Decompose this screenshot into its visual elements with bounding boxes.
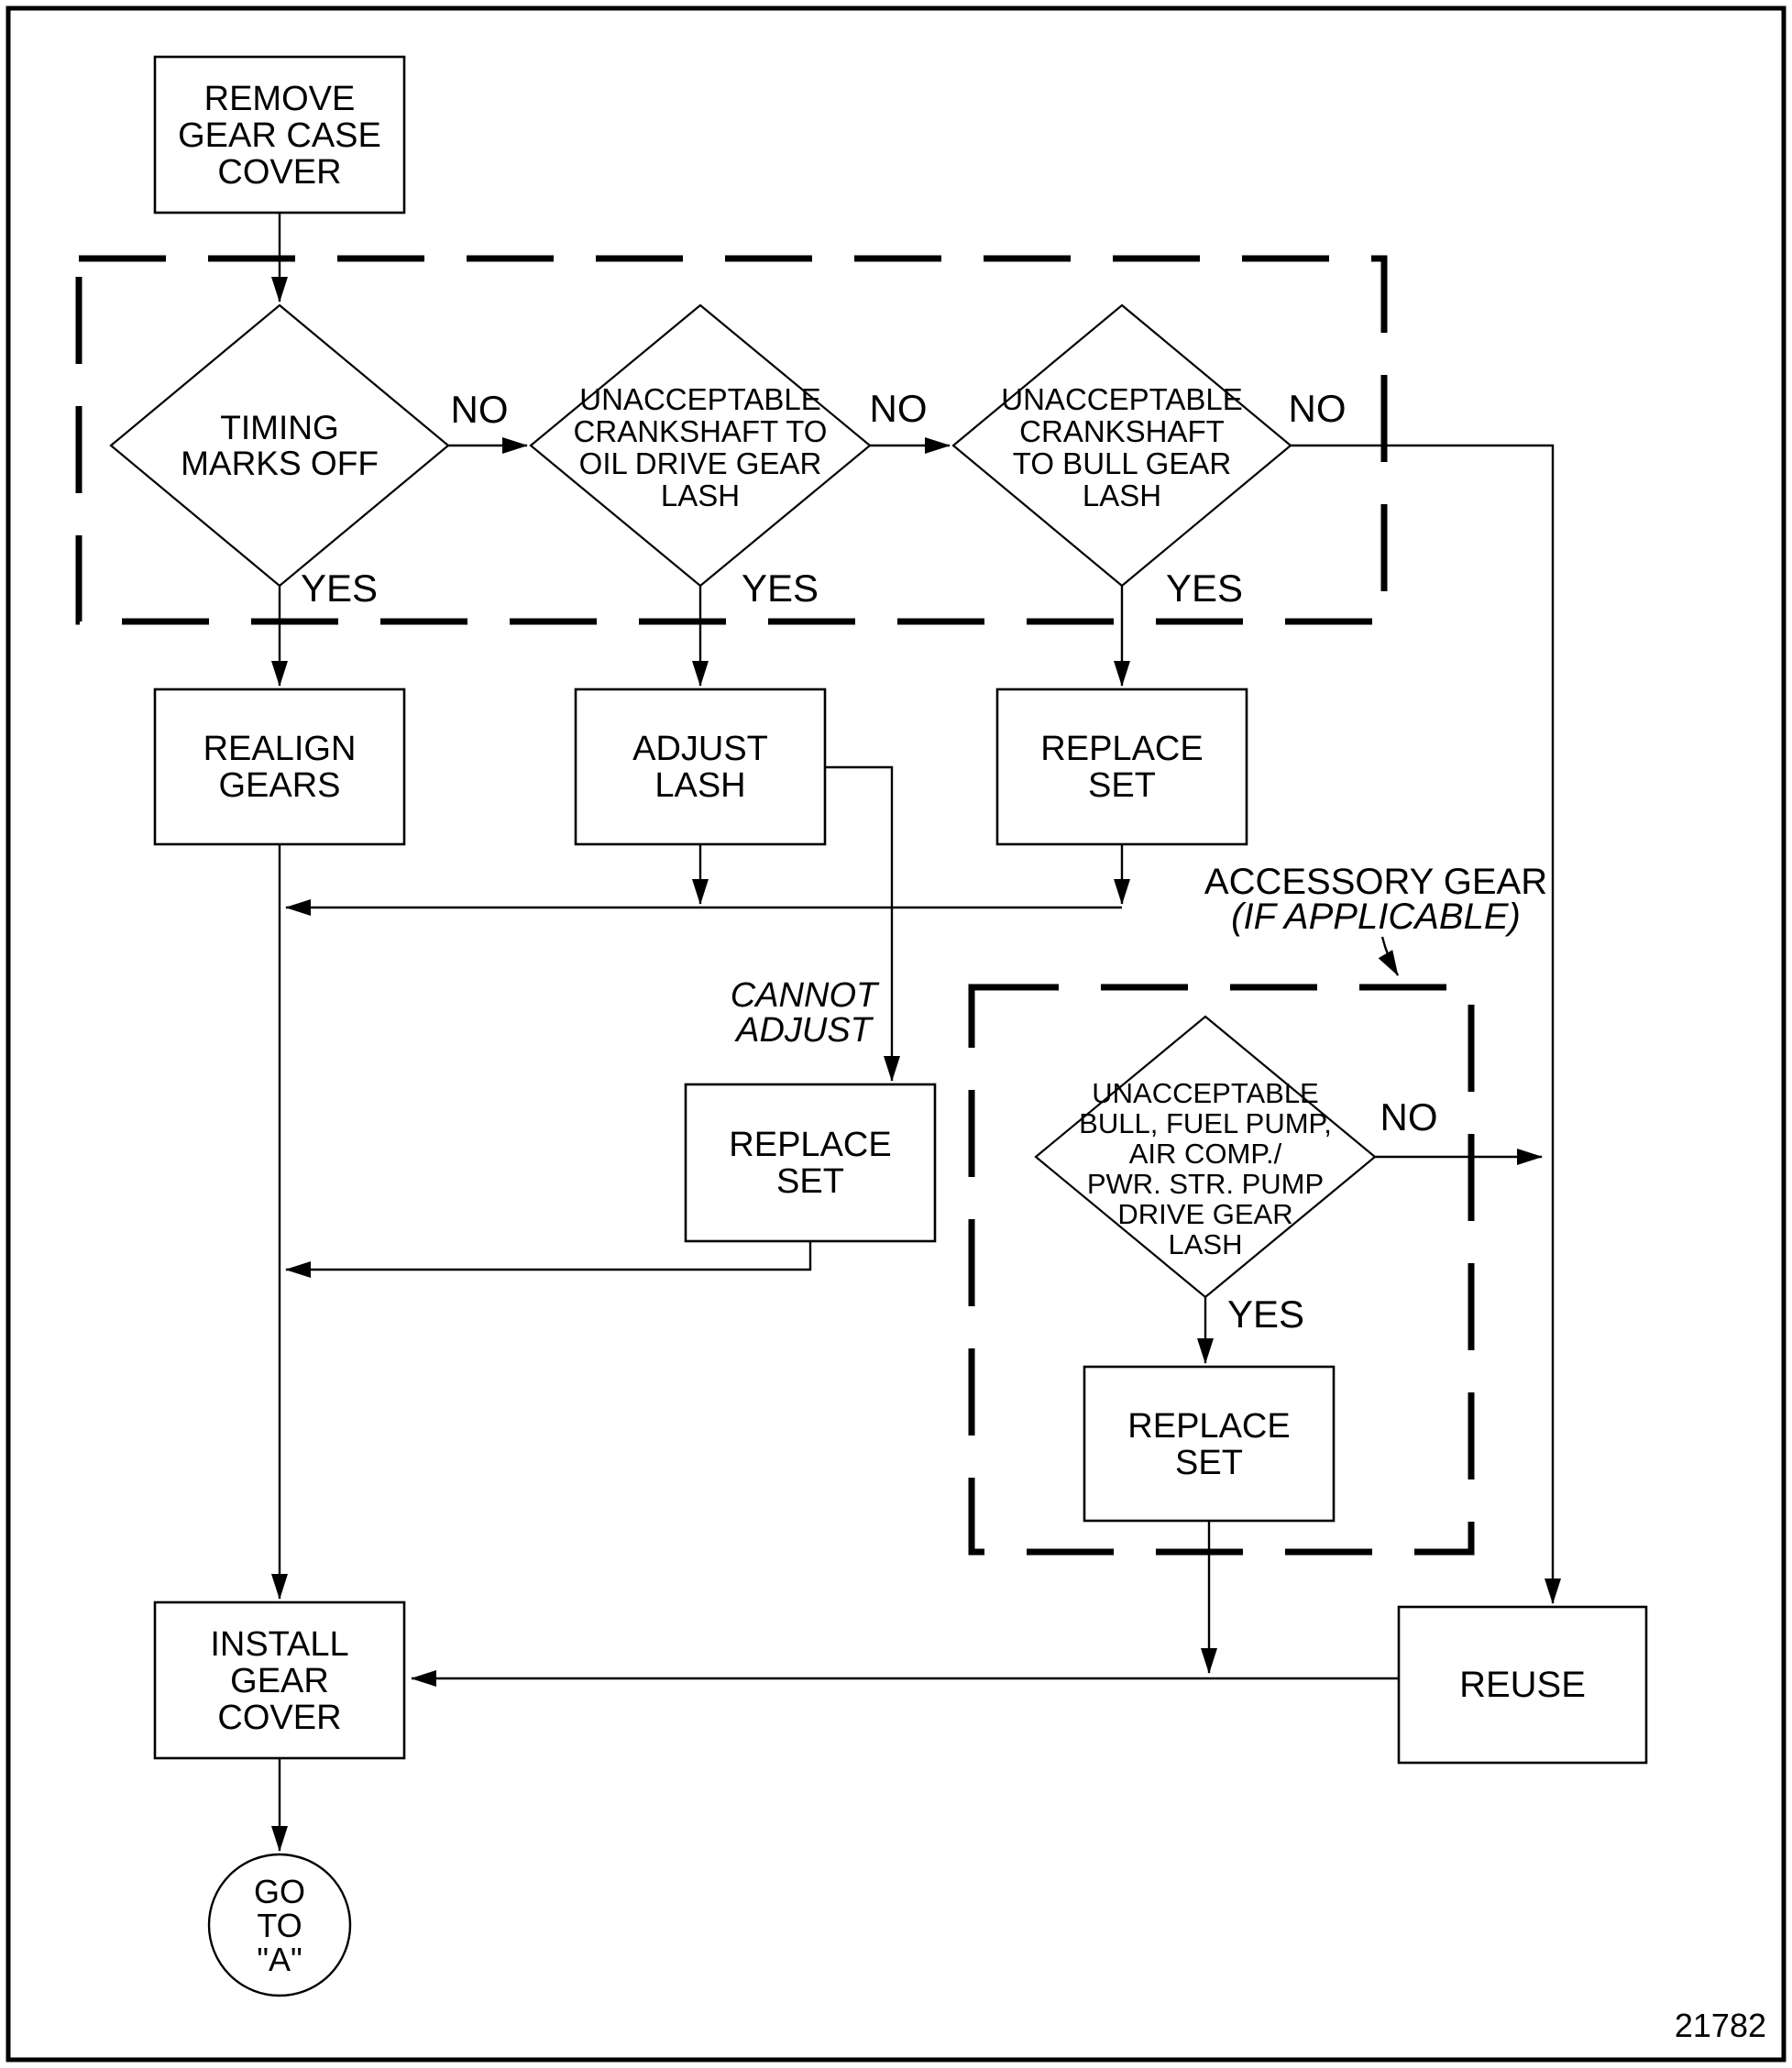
label-no-oil-lash: NO xyxy=(870,387,928,430)
decision-timing-label-line2: MARKS OFF xyxy=(181,445,379,482)
label-no-bull-lash: NO xyxy=(1289,387,1347,430)
node-adjust-label-line2: LASH xyxy=(654,766,745,805)
label-no-timing: NO xyxy=(451,388,509,431)
label-cannot-adjust-line1: CANNOT xyxy=(731,976,880,1015)
decision-acc-lash-label-line2: BULL, FUEL PUMP, xyxy=(1079,1107,1332,1139)
node-install-label-line2: GEAR xyxy=(230,1662,329,1700)
decision-timing-label-line1: TIMING xyxy=(220,409,338,446)
node-replace-acc-label-line2: SET xyxy=(1175,1444,1243,1482)
node-remove-label-line3: COVER xyxy=(217,153,341,192)
dashed-group-crankshaft-inspection xyxy=(75,255,1388,625)
node-replace-acc-label-line1: REPLACE xyxy=(1127,1407,1290,1446)
node-replace-set-crankshaft xyxy=(995,688,1248,846)
label-yes-acc-lash: YES xyxy=(1227,1292,1304,1336)
decision-bull-lash-label-line1: UNACCEPTABLE xyxy=(1001,382,1242,416)
node-replace-set-accessory xyxy=(1083,1365,1336,1523)
decision-acc-lash-label-line4: PWR. STR. PUMP xyxy=(1087,1168,1324,1200)
terminal-goto-label-line2: TO xyxy=(257,1907,302,1944)
label-cannot-adjust-line2: ADJUST xyxy=(734,1011,874,1050)
node-replace-cannot-label-line1: REPLACE xyxy=(729,1126,891,1164)
node-replace-set-cannot-adjust xyxy=(684,1083,937,1243)
node-replace-crank-label-line2: SET xyxy=(1088,766,1156,805)
label-yes-timing: YES xyxy=(301,566,378,610)
node-reuse-label: REUSE xyxy=(1459,1665,1586,1705)
node-remove-label-line1: REMOVE xyxy=(204,80,356,118)
decision-timing-marks-off xyxy=(109,303,450,588)
decision-acc-lash-label-line3: AIR COMP./ xyxy=(1129,1138,1282,1170)
node-adjust-lash xyxy=(574,688,827,846)
label-yes-bull-lash: YES xyxy=(1166,566,1243,610)
node-realign-label-line2: GEARS xyxy=(218,766,340,805)
decision-oil-lash-label-line1: UNACCEPTABLE xyxy=(579,382,820,416)
label-accessory-gear-line2: (IF APPLICABLE) xyxy=(1231,896,1521,937)
node-install-gear-cover xyxy=(153,1600,406,1760)
decision-oil-lash-label-line4: LASH xyxy=(661,478,740,512)
decision-acc-lash-label-line5: DRIVE GEAR xyxy=(1117,1198,1292,1230)
node-realign-gears xyxy=(153,688,406,846)
decision-oil-lash-label-line2: CRANKSHAFT TO xyxy=(574,414,828,448)
terminal-goto-label-line1: GO xyxy=(254,1873,305,1910)
node-install-label-line3: COVER xyxy=(217,1699,341,1737)
decision-accessory-gear-lash xyxy=(1034,1015,1377,1299)
terminal-goto-label-line3: "A" xyxy=(257,1941,302,1978)
label-figure-number: 21782 xyxy=(1675,2007,1766,2044)
node-adjust-label-line1: ADJUST xyxy=(632,730,768,768)
decision-bull-lash-label-line4: LASH xyxy=(1083,478,1161,512)
decision-crankshaft-bull-gear-lash xyxy=(951,303,1292,588)
edge-bull-lash-no-to-reuse xyxy=(1291,444,1561,1604)
dashed-group-accessory-gear xyxy=(968,984,1475,1556)
decision-crankshaft-oil-gear-lash xyxy=(529,303,872,588)
label-yes-oil-lash: YES xyxy=(742,566,819,610)
edge-accessory-label-pointer xyxy=(1378,936,1400,976)
node-install-label-line1: INSTALL xyxy=(210,1625,348,1664)
edge-adjust-cannot-to-replace xyxy=(825,765,900,1082)
node-remove-gear-case-cover xyxy=(153,55,406,214)
node-replace-cannot-label-line2: SET xyxy=(776,1162,844,1201)
node-realign-label-line1: REALIGN xyxy=(203,730,357,768)
node-remove-label-line2: GEAR CASE xyxy=(178,116,381,155)
decision-bull-lash-label-line3: TO BULL GEAR xyxy=(1013,446,1231,480)
decision-bull-lash-label-line2: CRANKSHAFT xyxy=(1019,414,1225,448)
label-no-acc-lash: NO xyxy=(1380,1095,1438,1138)
label-accessory-gear-line1: ACCESSORY GEAR xyxy=(1204,862,1547,902)
node-reuse xyxy=(1397,1605,1648,1765)
terminal-go-to-a xyxy=(207,1853,352,1997)
decision-oil-lash-label-line3: OIL DRIVE GEAR xyxy=(579,446,822,480)
edge-replace-cannot-to-main-line xyxy=(285,1241,812,1278)
node-replace-crank-label-line1: REPLACE xyxy=(1040,730,1203,768)
decision-acc-lash-label-line1: UNACCEPTABLE xyxy=(1092,1077,1319,1109)
decision-acc-lash-label-line6: LASH xyxy=(1169,1228,1243,1260)
page-border xyxy=(5,6,1787,2062)
